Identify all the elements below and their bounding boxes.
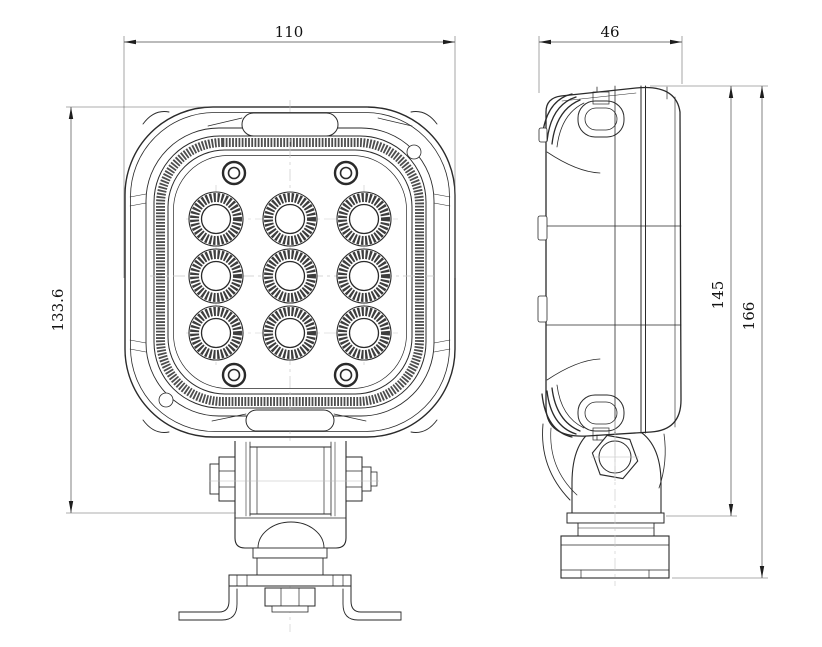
parting-lines <box>129 193 451 353</box>
bracket-dome <box>257 521 325 549</box>
dim-label-side-depth: 46 <box>600 23 619 41</box>
dim-label-side-height-145: 145 <box>709 281 727 310</box>
screw <box>333 362 359 388</box>
dimensions: 110 133.6 46 145 <box>49 23 768 579</box>
base-foot-left <box>178 585 238 621</box>
lens-screws <box>221 160 359 388</box>
led-reflector <box>336 248 392 304</box>
side-view <box>537 85 682 586</box>
dimension-side-height-166: 166 <box>672 86 768 579</box>
led-reflector <box>336 305 392 361</box>
front-view <box>124 100 456 632</box>
mounting-base <box>178 547 402 621</box>
housing-ear <box>410 111 438 125</box>
base-nut <box>264 587 316 613</box>
top-handle-slot <box>207 112 413 137</box>
hook-rib-bottom <box>577 394 625 441</box>
led-reflector <box>188 248 244 304</box>
led-reflector <box>262 305 318 361</box>
boss-screw <box>406 144 422 160</box>
dimension-side-height-145: 145 <box>650 85 768 517</box>
base-foot-right <box>342 585 402 621</box>
dimension-front-height: 133.6 <box>49 106 368 514</box>
pivot-base-plate <box>566 512 665 524</box>
boss-screw <box>158 392 174 408</box>
dim-label-front-width: 110 <box>275 23 304 41</box>
screw <box>221 362 247 388</box>
lens-clip-tabs <box>537 127 548 323</box>
housing-ear <box>142 419 170 433</box>
led-reflector <box>188 191 244 247</box>
pivot-bolt-right <box>345 456 378 502</box>
side-pedestal-base <box>560 420 670 586</box>
led-array <box>188 191 392 361</box>
dimension-side-depth: 46 <box>538 23 683 93</box>
bezel-laminations-bottom <box>541 384 585 438</box>
side-pivot-details <box>542 423 666 524</box>
hook-rib-top <box>577 86 625 138</box>
bottom-handle-slot <box>211 409 367 432</box>
side-housing <box>537 85 682 441</box>
housing-ear <box>410 419 438 433</box>
screw <box>333 160 359 186</box>
pivot-bolt-left <box>209 456 236 502</box>
housing-ear <box>142 111 170 125</box>
led-reflector <box>188 305 244 361</box>
led-reflector <box>262 191 318 247</box>
dim-label-front-height: 133.6 <box>49 289 67 332</box>
dim-label-side-height-166: 166 <box>740 302 758 331</box>
trunnion-bracket <box>209 440 379 632</box>
screw <box>221 160 247 186</box>
led-reflector <box>262 248 318 304</box>
dimension-front-width: 110 <box>123 23 456 278</box>
led-reflector <box>336 191 392 247</box>
